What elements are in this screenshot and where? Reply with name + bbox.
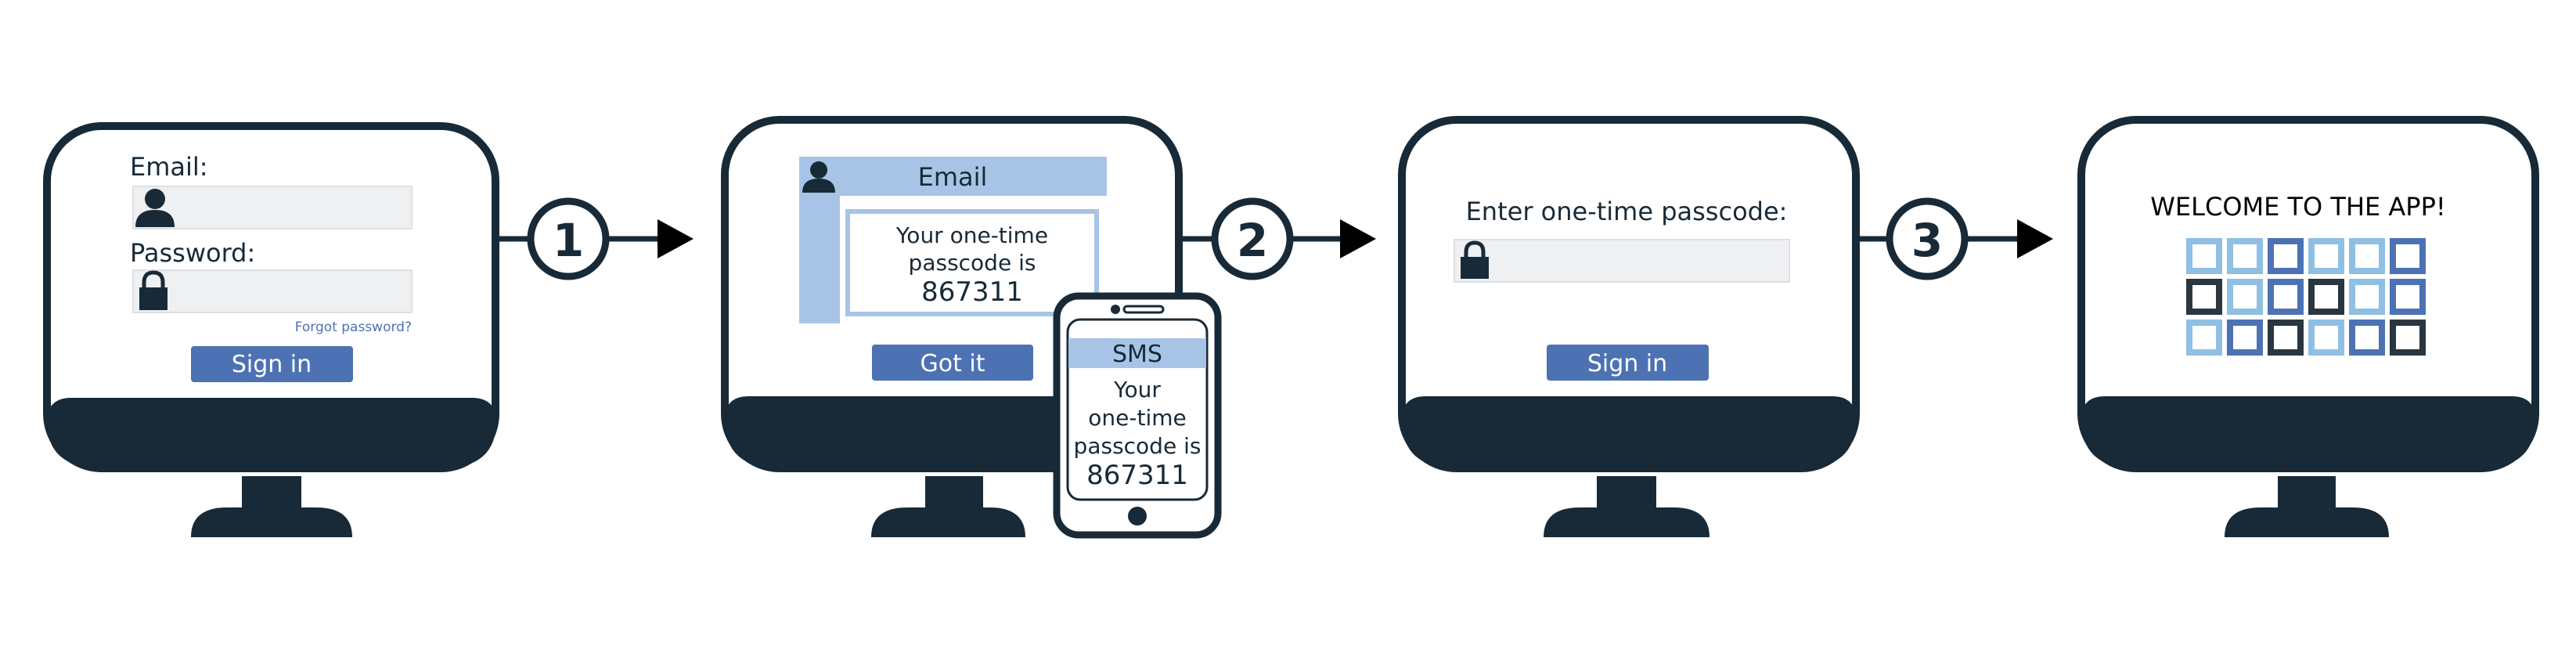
email-header-title: Email — [918, 162, 988, 192]
app-tile[interactable] — [2268, 279, 2304, 315]
email-message-box — [845, 209, 1099, 316]
got-it-button-label: Got it — [921, 350, 985, 377]
arrow-1-head — [658, 219, 694, 258]
lock-icon — [139, 270, 168, 310]
phone-speaker — [1122, 305, 1165, 314]
got-it-button[interactable] — [872, 345, 1033, 381]
app-tile[interactable] — [2390, 238, 2426, 274]
passcode-prompt: Enter one-time passcode: — [1466, 197, 1788, 226]
user-icon — [802, 161, 835, 193]
sign-in-button-label: Sign in — [232, 351, 312, 378]
app-tile[interactable] — [2349, 320, 2385, 356]
monitor-stand-base — [1544, 507, 1710, 537]
app-tile[interactable] — [2390, 279, 2426, 315]
user-icon — [135, 189, 175, 227]
arrow-3-head — [2017, 219, 2053, 258]
forgot-password-link[interactable]: Forgot password? — [295, 320, 412, 335]
monitor-stand-neck — [2278, 476, 2336, 509]
monitor-stand-neck — [925, 476, 983, 509]
step-arrow-1: 1 — [499, 197, 694, 280]
app-tile[interactable] — [2308, 238, 2344, 274]
monitor-stand-neck — [242, 476, 301, 509]
app-tile[interactable] — [2308, 279, 2344, 315]
sign-in-button-label: Sign in — [1587, 350, 1667, 377]
email-passcode: 867311 — [921, 276, 1023, 308]
monitor-stand-base — [191, 507, 352, 537]
email-label: Email: — [130, 152, 208, 182]
app-tile[interactable] — [2186, 320, 2222, 356]
monitor-stand-base — [2225, 507, 2389, 537]
app-tile[interactable] — [2349, 279, 2385, 315]
sms-message-line-3: passcode is — [1074, 433, 1202, 459]
step-arrow-3: 3 — [1858, 197, 2053, 280]
email-message-line-2: passcode is — [909, 250, 1036, 276]
passcode-field[interactable] — [1454, 239, 1790, 283]
app-tile-grid — [2186, 238, 2426, 356]
password-label: Password: — [130, 238, 255, 268]
lock-icon — [1461, 240, 1489, 279]
app-tile[interactable] — [2227, 238, 2263, 274]
sms-passcode: 867311 — [1086, 460, 1188, 491]
sms-header-title: SMS — [1112, 341, 1162, 368]
app-tile[interactable] — [2308, 320, 2344, 356]
monitor-bezel — [1402, 396, 1856, 468]
monitor-stand-neck — [1597, 476, 1656, 509]
step-arrow-2: 2 — [1181, 197, 1376, 280]
app-tile[interactable] — [2390, 320, 2426, 356]
sign-in-button[interactable] — [191, 346, 353, 382]
app-tile[interactable] — [2227, 320, 2263, 356]
phone-sms: SMS Your one-time passcode is 867311 — [1053, 292, 1222, 539]
monitor-passcode: Enter one-time passcode: Sign in — [1398, 116, 1860, 537]
arrow-2-head — [1340, 219, 1376, 258]
app-tile[interactable] — [2227, 279, 2263, 315]
sign-in-button[interactable] — [1547, 345, 1709, 381]
step-3-number: 3 — [1911, 214, 1943, 267]
email-field[interactable] — [132, 186, 413, 229]
password-field[interactable] — [132, 269, 413, 313]
app-tile[interactable] — [2186, 238, 2222, 274]
app-tile[interactable] — [2268, 238, 2304, 274]
email-message-line-1: Your one-time — [895, 222, 1048, 248]
app-tile[interactable] — [2268, 320, 2304, 356]
sms-message-line-1: Your — [1113, 377, 1161, 403]
sms-header — [1068, 338, 1206, 368]
monitor-login: Email: Password: Forgot password? Sign i… — [43, 122, 499, 537]
monitor-bezel — [47, 398, 496, 468]
welcome-title: WELCOME TO THE APP! — [2150, 192, 2445, 222]
app-tile[interactable] — [2186, 279, 2222, 315]
step-1-number: 1 — [553, 214, 584, 267]
monitor-bezel — [2081, 396, 2535, 468]
phone-home-button — [1128, 507, 1147, 525]
monitor-welcome: WELCOME TO THE APP! — [2077, 116, 2539, 537]
app-tile[interactable] — [2349, 238, 2385, 274]
monitor-stand-base — [871, 507, 1025, 537]
step-2-number: 2 — [1237, 214, 1268, 267]
email-window-header — [799, 157, 1107, 196]
phone-camera — [1111, 305, 1120, 314]
sms-message-line-2: one-time — [1088, 405, 1186, 431]
